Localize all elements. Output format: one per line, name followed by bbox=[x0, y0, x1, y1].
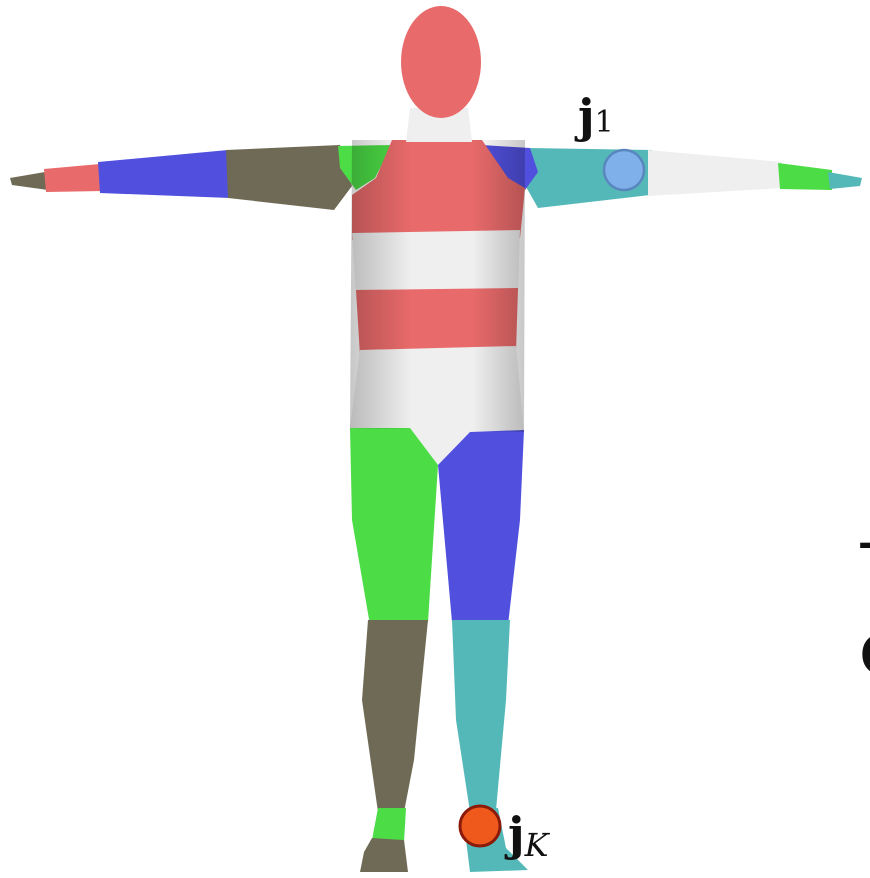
left-foot-segment bbox=[360, 838, 408, 872]
human-body-mesh bbox=[10, 6, 862, 872]
cropped-glyph-paren: ( bbox=[858, 625, 870, 679]
left-ankle-segment bbox=[372, 808, 406, 842]
left-upper-arm-segment bbox=[226, 145, 352, 210]
right-forearm-segment bbox=[648, 150, 782, 196]
left-forearm-segment bbox=[98, 150, 230, 198]
right-fingertips-segment bbox=[828, 172, 862, 189]
head-segment bbox=[401, 6, 481, 118]
right-hand-segment bbox=[778, 163, 832, 190]
left-arm bbox=[10, 145, 352, 210]
left-thigh-segment bbox=[350, 428, 438, 625]
joint-jk-label: jK bbox=[504, 807, 551, 864]
joint-j1-marker bbox=[604, 150, 644, 190]
joint-jk-marker bbox=[460, 806, 500, 846]
right-arm bbox=[525, 148, 862, 208]
joint-j1-label: j1 bbox=[574, 89, 614, 143]
left-fingertips-segment bbox=[10, 172, 48, 190]
right-thigh-segment bbox=[438, 430, 524, 625]
left-shin-segment bbox=[362, 620, 428, 812]
left-hand-segment bbox=[44, 164, 103, 192]
torso-shading bbox=[350, 140, 525, 432]
cropped-glyph-dash: - bbox=[858, 519, 870, 566]
right-shin-segment bbox=[452, 620, 510, 812]
